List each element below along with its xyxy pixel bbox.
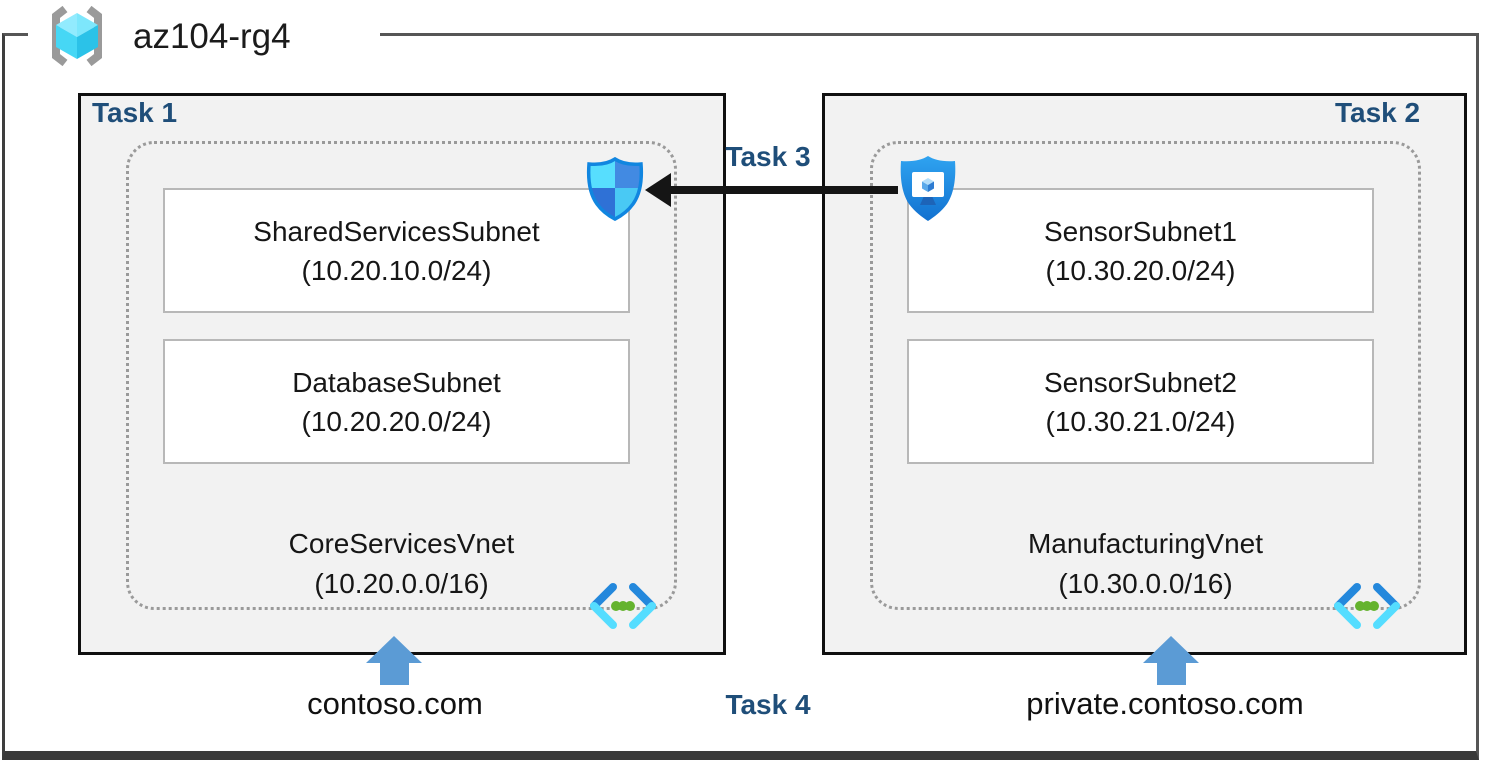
vnet-name: ManufacturingVnet — [1027, 528, 1264, 559]
subnet-cidr: (10.20.20.0/24) — [301, 405, 492, 437]
virtual-network-icon — [588, 582, 658, 635]
frame-title-gap — [28, 31, 380, 41]
vnet-cidr: (10.20.0.0/16) — [314, 568, 489, 599]
subnet-cidr: (10.20.10.0/24) — [301, 254, 492, 286]
manufacturing-vnet-boundary — [870, 141, 1421, 610]
core-services-vnet-boundary — [126, 141, 677, 610]
subnet-cidr: (10.30.20.0/24) — [1045, 254, 1236, 286]
task3-arrow-head-icon — [645, 173, 671, 207]
subnet-name: SensorSubnet2 — [1043, 366, 1238, 398]
task4-label: Task 4 — [725, 689, 811, 720]
task3-arrow-shaft — [660, 186, 898, 194]
database-subnet-box: DatabaseSubnet (10.20.20.0/24) — [163, 339, 630, 464]
resource-group-name: az104-rg4 — [133, 17, 291, 56]
application-security-group-icon — [896, 154, 960, 229]
dns-up-arrow-icon — [366, 636, 422, 663]
subnet-name: SensorSubnet1 — [1043, 215, 1238, 247]
task3-label: Task 3 — [725, 141, 811, 172]
subnet-name: DatabaseSubnet — [292, 366, 501, 398]
contoso-dns-zone-label: contoso.com — [307, 686, 483, 721]
vnet-name: CoreServicesVnet — [288, 528, 515, 559]
subnet-cidr: (10.30.21.0/24) — [1045, 405, 1236, 437]
resource-group-frame — [2, 33, 1479, 760]
private-contoso-dns-zone-label: private.contoso.com — [1026, 686, 1304, 721]
sensor-subnet1-box: SensorSubnet1 (10.30.20.0/24) — [907, 188, 1374, 313]
vnet-cidr: (10.30.0.0/16) — [1058, 568, 1233, 599]
task2-label: Task 2 — [1335, 97, 1421, 128]
network-security-group-icon — [585, 156, 645, 226]
dns-up-arrow-icon — [1143, 636, 1199, 663]
manufacturing-vnet-label: ManufacturingVnet (10.30.0.0/16) — [870, 524, 1421, 604]
subnet-name: SharedServicesSubnet — [253, 215, 540, 247]
core-services-vnet-label: CoreServicesVnet (10.20.0.0/16) — [126, 524, 677, 604]
virtual-network-icon — [1332, 582, 1402, 635]
task1-label: Task 1 — [92, 97, 178, 128]
sensor-subnet2-box: SensorSubnet2 (10.30.21.0/24) — [907, 339, 1374, 464]
resource-group-icon — [44, 3, 110, 74]
dns-up-arrow-stem — [1157, 662, 1186, 685]
shared-services-subnet-box: SharedServicesSubnet (10.20.10.0/24) — [163, 188, 630, 313]
dns-up-arrow-stem — [380, 662, 409, 685]
